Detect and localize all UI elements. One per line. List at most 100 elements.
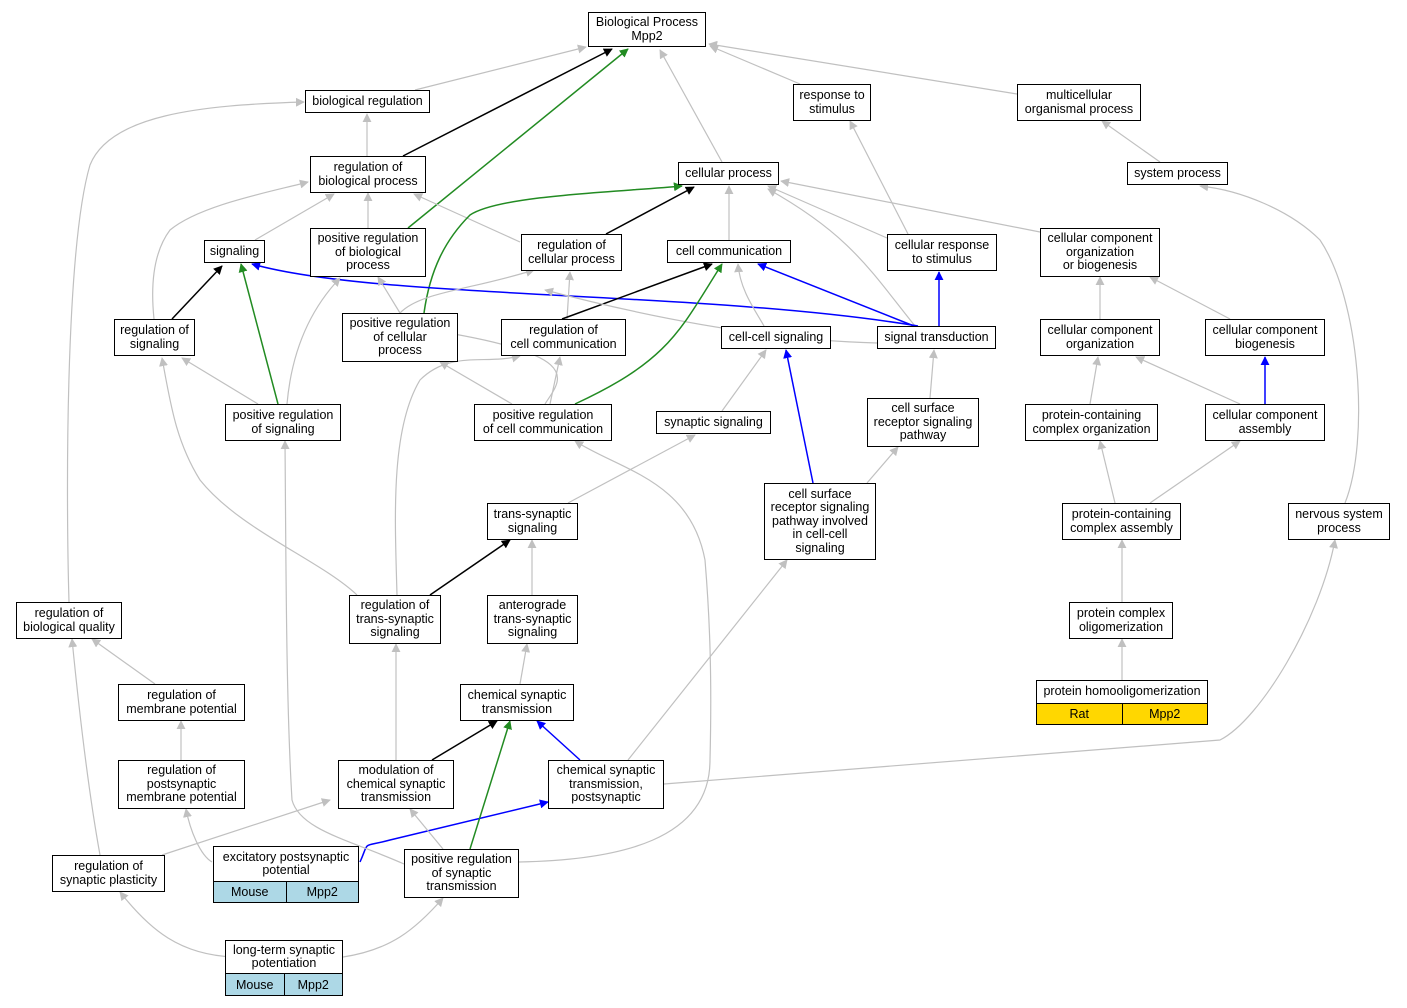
relationship-edge: [171, 265, 223, 320]
relationship-edge: [1199, 182, 1360, 504]
relationship-edge: [849, 120, 909, 235]
relationship-edge: [767, 188, 916, 327]
go-term-protein-complex-oligomerization[interactable]: protein complex oligomerization: [1069, 602, 1173, 639]
relationship-edge: [757, 262, 915, 327]
go-term-regulation-of-trans-synaptic-signaling[interactable]: regulation of trans-synaptic signaling: [349, 595, 441, 644]
relationship-edge: [928, 349, 938, 399]
go-term-cellular-process[interactable]: cellular process: [678, 162, 779, 185]
go-term-regulation-of-membrane-potential[interactable]: regulation of membrane potential: [118, 684, 245, 721]
relationship-edge: [152, 179, 309, 320]
relationship-edge: [280, 440, 405, 865]
go-term-modulation-of-chemical-synaptic-transmission[interactable]: modulation of chemical synaptic transmis…: [338, 760, 454, 809]
annotation-species: Mouse: [235, 977, 274, 992]
go-term-cellular-component-organization-or-biogenesis[interactable]: cellular component organization or bioge…: [1040, 228, 1160, 277]
relationship-edge: [567, 434, 696, 504]
go-term-protein-containing-complex-assembly[interactable]: protein-containing complex assembly: [1062, 503, 1181, 540]
relationship-edge: [91, 638, 156, 685]
relationship-edge: [1149, 276, 1231, 320]
go-term-regulation-of-synaptic-plasticity[interactable]: regulation of synaptic plasticity: [52, 855, 165, 892]
relationship-edge: [254, 193, 335, 241]
go-term-cell-surface-receptor-signaling-pathway-involved[interactable]: cell surface receptor signaling pathway …: [764, 483, 876, 560]
go-term-protein-homooligomerization[interactable]: protein homooligomerization: [1036, 680, 1208, 704]
relationship-edge: [627, 559, 788, 761]
go-term-cellular-response-to-stimulus[interactable]: cellular response to stimulus: [887, 234, 997, 271]
annotation-row: Mouse Mpp2: [225, 974, 343, 996]
relationship-edge: [1089, 356, 1102, 405]
go-term-cell-cell-signaling[interactable]: cell-cell signaling: [721, 326, 831, 349]
relationship-edge: [119, 891, 235, 958]
go-term-chemical-synaptic-transmission-postsynaptic[interactable]: chemical synaptic transmission, postsyna…: [548, 760, 664, 809]
relationship-edge: [429, 539, 511, 596]
relationship-edge: [409, 808, 444, 850]
relationship-edge: [359, 799, 549, 863]
relationship-edge: [519, 643, 531, 685]
relationship-edge: [414, 44, 587, 91]
relationship-edge: [423, 182, 683, 314]
relationship-edge: [561, 262, 713, 320]
go-term-long-term-synaptic-potentiation[interactable]: long-term synaptic potentiation: [225, 940, 343, 974]
go-term-regulation-of-postsynaptic-membrane-potential[interactable]: regulation of postsynaptic membrane pote…: [118, 760, 245, 809]
relationship-edge: [394, 353, 521, 596]
relationship-edge: [708, 40, 1018, 95]
relationship-edge: [399, 268, 535, 314]
relationship-edge: [68, 638, 101, 856]
go-term-regulation-of-cellular-process[interactable]: regulation of cellular process: [521, 234, 622, 271]
relationship-edge: [439, 361, 513, 405]
relationship-edge: [183, 808, 213, 863]
go-term-positive-regulation-of-cellular-process[interactable]: positive regulation of cellular process: [342, 313, 458, 362]
relationship-edge: [605, 186, 695, 235]
go-term-regulation-of-biological-process[interactable]: regulation of biological process: [310, 156, 426, 193]
annotation-species: Mouse: [230, 885, 269, 899]
go-term-system-process[interactable]: system process: [1127, 162, 1228, 185]
go-term-regulation-of-biological-quality[interactable]: regulation of biological quality: [16, 602, 122, 639]
go-term-trans-synaptic-signaling[interactable]: trans-synaptic signaling: [487, 503, 578, 540]
relationship-edge: [402, 48, 613, 157]
relationship-edge: [469, 720, 512, 850]
go-term-positive-regulation-of-synaptic-transmission[interactable]: positive regulation of synaptic transmis…: [404, 849, 519, 898]
go-term-bp-root[interactable]: Biological Process Mpp2: [588, 12, 706, 47]
relationship-edge: [721, 349, 767, 412]
go-term-regulation-of-signaling[interactable]: regulation of signaling: [114, 319, 195, 356]
relationship-edge: [377, 276, 401, 314]
go-term-cellular-component-biogenesis[interactable]: cellular component biogenesis: [1205, 319, 1325, 356]
annotation-gene: Mpp2: [283, 974, 343, 995]
go-term-anterograde-trans-synaptic-signaling[interactable]: anterograde trans-synaptic signaling: [487, 595, 578, 644]
relationship-edge: [238, 263, 279, 405]
go-term-chemical-synaptic-transmission[interactable]: chemical synaptic transmission: [460, 684, 574, 721]
go-term-cell-surface-receptor-signaling-pathway[interactable]: cell surface receptor signaling pathway: [867, 398, 979, 447]
relationship-edge: [159, 357, 358, 596]
annotation-row: Rat Mpp2: [1036, 704, 1208, 725]
annotation-gene: Mpp2: [1121, 704, 1208, 724]
annotation-species: Rat: [1069, 707, 1089, 721]
go-term-positive-regulation-of-cell-communication[interactable]: positive regulation of cell communicatio…: [474, 404, 612, 441]
go-term-response-to-stimulus[interactable]: response to stimulus: [793, 84, 871, 121]
go-term-regulation-of-cell-communication[interactable]: regulation of cell communication: [501, 319, 626, 356]
relationship-edge: [574, 263, 723, 405]
go-term-biological-regulation[interactable]: biological regulation: [305, 90, 430, 113]
relationship-edge: [663, 539, 1338, 785]
relationship-edge: [780, 178, 1041, 233]
relationship-edge: [1097, 440, 1116, 504]
go-term-signaling[interactable]: signaling: [204, 240, 265, 263]
go-term-multicellular-organismal-process[interactable]: multicellular organismal process: [1017, 84, 1141, 121]
relationship-edge: [1135, 356, 1241, 405]
relationship-edge: [549, 356, 563, 405]
go-term-synaptic-signaling[interactable]: synaptic signaling: [656, 411, 771, 434]
go-term-cell-communication[interactable]: cell communication: [667, 240, 791, 263]
go-term-cellular-component-organization[interactable]: cellular component organization: [1040, 319, 1160, 356]
relationship-edge: [866, 446, 899, 484]
go-term-excitatory-postsynaptic-potential[interactable]: excitatory postsynaptic potential: [213, 846, 359, 882]
go-term-positive-regulation-of-biological-process[interactable]: positive regulation of biological proces…: [310, 228, 426, 277]
go-term-protein-containing-complex-organization[interactable]: protein-containing complex organization: [1025, 404, 1158, 441]
relationship-edge: [518, 440, 712, 863]
go-term-nervous-system-process[interactable]: nervous system process: [1288, 503, 1390, 540]
go-term-signal-transduction[interactable]: signal transduction: [877, 326, 996, 349]
relationship-edge: [1149, 440, 1241, 504]
relationship-edge: [286, 277, 341, 405]
go-term-positive-regulation-of-signaling[interactable]: positive regulation of signaling: [225, 404, 341, 441]
relationship-edge: [181, 357, 259, 405]
relationship-edge: [783, 349, 814, 484]
edge-layer: [66, 40, 1360, 958]
go-term-cellular-component-assembly[interactable]: cellular component assembly: [1205, 404, 1325, 441]
